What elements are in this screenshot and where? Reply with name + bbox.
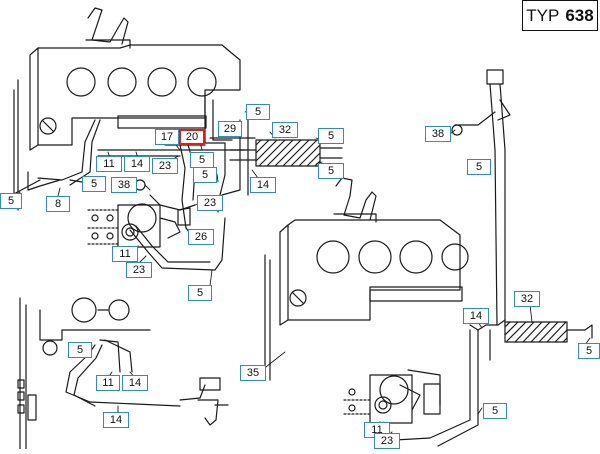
leader-lines xyxy=(15,109,591,437)
callout-label[interactable]: 14 xyxy=(124,156,150,172)
callout-label[interactable]: 14 xyxy=(463,308,489,324)
callout-label[interactable]: 23 xyxy=(152,158,178,174)
callout-label[interactable]: 11 xyxy=(112,246,138,262)
callout-label[interactable]: 5 xyxy=(467,159,491,175)
model-type-number: 638 xyxy=(565,5,594,25)
callout-label[interactable]: 14 xyxy=(103,412,129,428)
intercooler-top xyxy=(229,139,343,167)
engine-bottom-left xyxy=(17,297,151,450)
callout-label[interactable]: 26 xyxy=(188,229,214,245)
engine-right xyxy=(264,177,469,381)
callout-label[interactable]: 32 xyxy=(272,122,298,138)
callout-label[interactable]: 5 xyxy=(483,403,507,419)
callout-label[interactable]: 5 xyxy=(318,128,344,144)
callout-label[interactable]: 5 xyxy=(246,104,270,120)
callout-label[interactable]: 5 xyxy=(193,167,217,183)
callout-label[interactable]: 32 xyxy=(514,291,540,307)
intercooler-right xyxy=(504,321,593,343)
callout-label[interactable]: 23 xyxy=(374,433,400,449)
callout-label[interactable]: 23 xyxy=(126,262,152,278)
callout-label[interactable]: 29 xyxy=(218,121,242,137)
callout-label[interactable]: 11 xyxy=(96,156,122,172)
callout-label[interactable]: 38 xyxy=(425,126,451,142)
callout-label[interactable]: 11 xyxy=(96,375,120,391)
hose-lines-right xyxy=(394,319,506,447)
callout-label[interactable]: 14 xyxy=(122,375,148,391)
engine-top-left xyxy=(13,7,241,211)
callout-label[interactable]: 23 xyxy=(197,195,223,211)
callout-label[interactable]: 14 xyxy=(250,177,276,193)
callout-label[interactable]: 5 xyxy=(82,176,106,192)
callout-label[interactable]: 5 xyxy=(0,193,22,209)
pump-assembly-center xyxy=(87,179,191,248)
callout-label[interactable]: 5 xyxy=(188,285,212,301)
model-type-header: TYP 638 xyxy=(522,0,598,31)
callout-label[interactable]: 8 xyxy=(46,196,70,212)
callout-label[interactable]: 5 xyxy=(318,163,344,179)
valve-stack-right xyxy=(451,69,511,326)
callout-label[interactable]: 5 xyxy=(68,342,92,358)
callout-label[interactable]: 17 xyxy=(155,129,179,145)
callout-label[interactable]: 35 xyxy=(240,365,266,381)
model-type-prefix: TYP xyxy=(526,5,560,25)
callout-label[interactable]: 20 xyxy=(179,129,205,145)
callout-label[interactable]: 5 xyxy=(578,343,600,359)
callout-label[interactable]: 38 xyxy=(111,177,137,193)
callout-label[interactable]: 5 xyxy=(190,152,214,168)
